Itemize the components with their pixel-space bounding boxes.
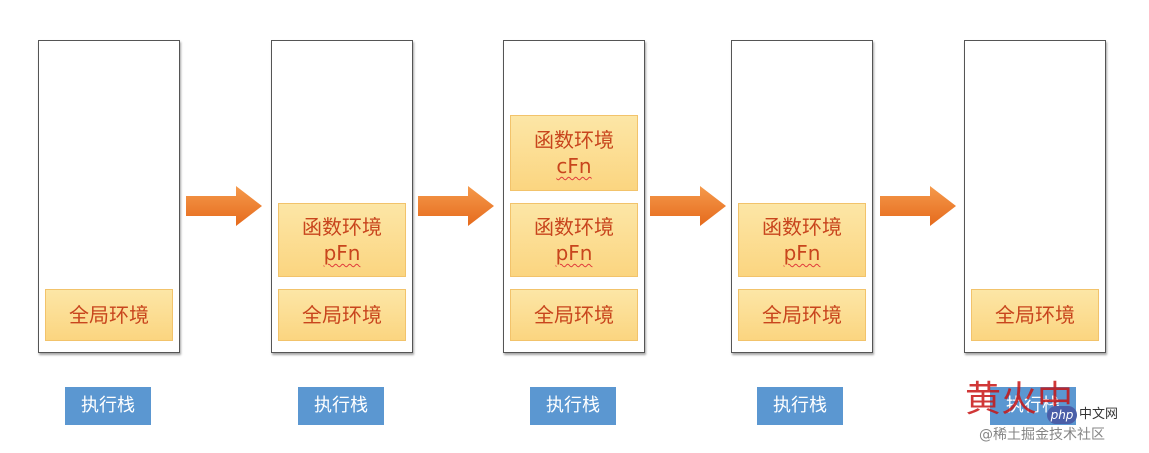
frame-label: 函数环境 [762, 215, 842, 239]
execution-stack-label: 执行栈 [65, 387, 151, 425]
frame-label: 函数环境 [534, 128, 614, 152]
execution-stack-label: 执行栈 [990, 387, 1076, 425]
function-environment-frame: 函数环境 pFn [510, 203, 638, 277]
stack-1: 全局环境 [38, 0, 180, 453]
global-environment-frame: 全局环境 [738, 289, 866, 341]
right-arrow-icon [186, 186, 262, 226]
execution-stack-box: 函数环境 pFn 全局环境 [731, 40, 873, 353]
frame-label: 全局环境 [69, 303, 149, 327]
frame-function-name: cFn [556, 154, 592, 178]
execution-stack-box: 函数环境 pFn 全局环境 [271, 40, 413, 353]
frame-label: 全局环境 [995, 303, 1075, 327]
right-arrow-icon [418, 186, 494, 226]
global-environment-frame: 全局环境 [971, 289, 1099, 341]
execution-stack-box: 全局环境 [38, 40, 180, 353]
frame-label: 全局环境 [762, 303, 842, 327]
watermark: 黄火中 php 中文网 @稀土掘金技术社区 [965, 380, 1145, 450]
frame-label: 全局环境 [534, 303, 614, 327]
frame-function-name: pFn [555, 241, 593, 265]
stack-4: 函数环境 pFn 全局环境 [731, 0, 873, 453]
watermark-site-text: 中文网 [1079, 407, 1119, 422]
right-arrow-icon [880, 186, 956, 226]
function-environment-frame: 函数环境 pFn [738, 203, 866, 277]
execution-stack-label: 执行栈 [298, 387, 384, 425]
execution-stack-box: 全局环境 [964, 40, 1106, 353]
frame-label: 全局环境 [302, 303, 382, 327]
global-environment-frame: 全局环境 [45, 289, 173, 341]
frame-function-name: pFn [783, 241, 821, 265]
function-environment-frame: 函数环境 pFn [278, 203, 406, 277]
execution-stack-label: 执行栈 [757, 387, 843, 425]
global-environment-frame: 全局环境 [278, 289, 406, 341]
right-arrow-icon [650, 186, 726, 226]
frame-label: 函数环境 [302, 215, 382, 239]
stack-2: 函数环境 pFn 全局环境 [271, 0, 413, 453]
watermark-footer-text: @稀土掘金技术社区 [979, 427, 1105, 443]
execution-stack-label: 执行栈 [530, 387, 616, 425]
frame-label: 函数环境 [534, 215, 614, 239]
stack-5: 全局环境 [964, 0, 1106, 453]
execution-stack-box: 函数环境 cFn 函数环境 pFn 全局环境 [503, 40, 645, 353]
stack-3: 函数环境 cFn 函数环境 pFn 全局环境 [503, 0, 645, 453]
php-badge: php [1047, 406, 1077, 424]
frame-function-name: pFn [323, 241, 361, 265]
function-environment-frame: 函数环境 cFn [510, 115, 638, 191]
global-environment-frame: 全局环境 [510, 289, 638, 341]
